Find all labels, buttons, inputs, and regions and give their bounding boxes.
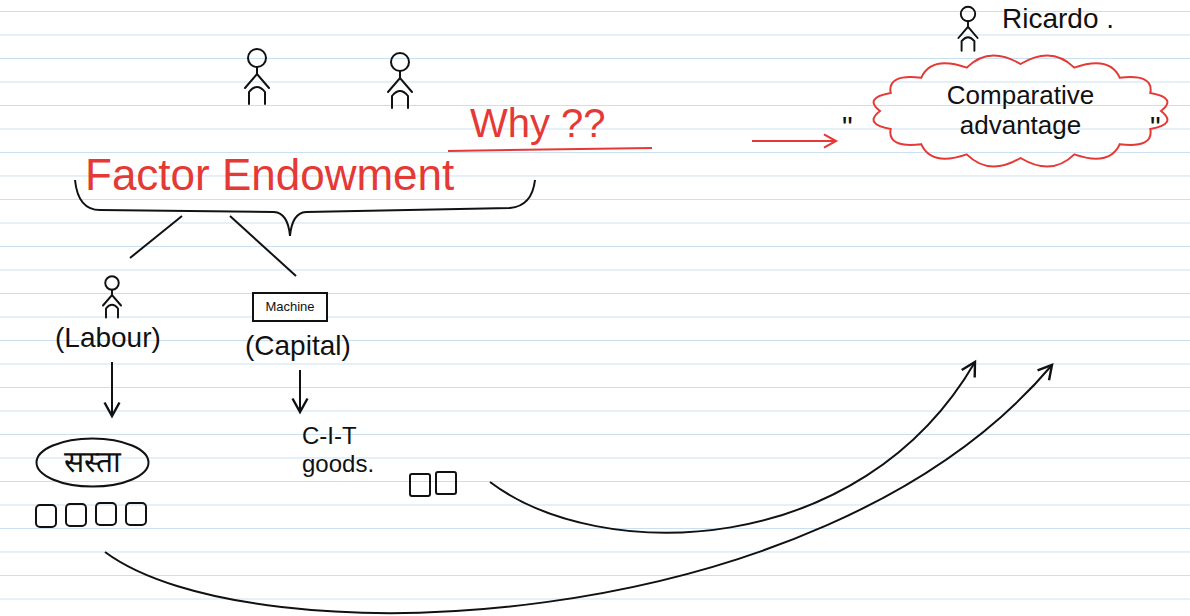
node-text: Machine [265, 300, 314, 315]
figure-arms [958, 21, 977, 38]
goods-label: C-I-T goods. [302, 422, 394, 477]
label-text: Factor Endowment [85, 150, 454, 201]
goods-square [126, 503, 146, 525]
stick-figure [388, 53, 412, 108]
box-outline [253, 293, 327, 321]
factor-label: (Labour) [55, 322, 161, 354]
figure-legs [962, 37, 975, 51]
quote-mark: " [1150, 110, 1161, 145]
goods-square [410, 474, 430, 496]
branch-line [230, 216, 296, 276]
figure-head [391, 53, 409, 71]
label-text: " [1150, 110, 1161, 145]
figure-head [961, 7, 975, 21]
goods-squares [36, 503, 146, 527]
node-text-group: Machine [265, 300, 314, 315]
curved-arrow [105, 365, 1052, 613]
down-arrow [299, 370, 301, 412]
question-text: Why ?? [470, 100, 606, 146]
stick-figure [958, 7, 977, 51]
heading-text: Factor Endowment [85, 150, 454, 201]
goods-squares [410, 472, 456, 496]
stick-figure [245, 49, 269, 104]
label-text: (Capital) [245, 330, 351, 362]
thought-cloud: Comparative advantage [868, 52, 1173, 170]
figure-legs [249, 87, 265, 104]
goods-square [66, 504, 86, 526]
curved-arrow [490, 362, 975, 533]
cloud-outline [874, 55, 1168, 166]
figure-arms [388, 71, 412, 92]
node-text-group: Comparative advantage [933, 81, 1108, 141]
figure-head [248, 49, 266, 67]
label-text: (Labour) [55, 322, 161, 354]
machine-box: Machine [252, 292, 328, 322]
figure-legs [106, 305, 118, 318]
figure-arms [245, 67, 269, 88]
circle-outline [37, 438, 149, 486]
goods-square [96, 503, 116, 525]
goods-square [36, 505, 56, 527]
node-text-group: सस्ता [64, 445, 121, 480]
stick-figure [103, 276, 121, 317]
figure-arms [103, 290, 121, 306]
label-text: Ricardo . [1002, 3, 1114, 35]
circled-word: सस्ता [35, 437, 150, 488]
figure-legs [392, 91, 408, 108]
underline [448, 148, 652, 151]
label-text: C-I-T goods. [302, 422, 394, 477]
down-arrow [111, 362, 113, 416]
label-text: " [842, 110, 853, 145]
label-text: Why ?? [470, 100, 606, 146]
branch-line [130, 216, 182, 258]
red-arrow [752, 140, 836, 142]
goods-square [436, 472, 456, 494]
node-text: Comparative advantage [933, 81, 1108, 141]
figure-head [105, 276, 119, 290]
factor-label: (Capital) [245, 330, 351, 362]
person-name: Ricardo . [1002, 3, 1114, 35]
node-text: सस्ता [64, 445, 121, 480]
quote-mark: " [842, 110, 853, 145]
